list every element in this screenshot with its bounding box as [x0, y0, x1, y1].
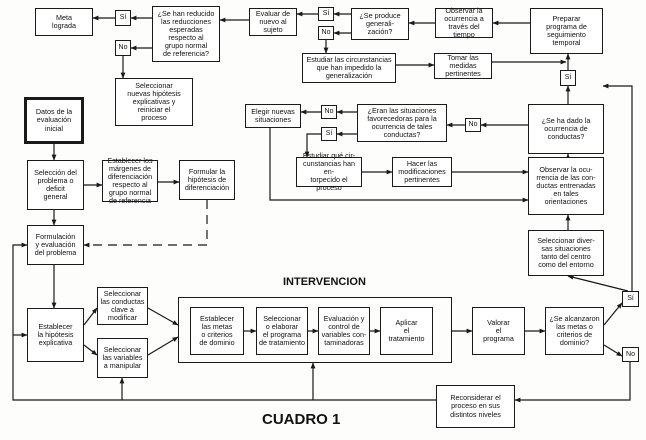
study-obstacles-box: Estudiar qué cir- cunstancias han en- to… — [296, 151, 362, 192]
yes-label: Sí — [318, 7, 334, 21]
evaluate-program-box: Valorar el programa — [472, 307, 525, 355]
control-variables-box: Evaluación y control de variables con- t… — [318, 307, 370, 355]
question-reduced-box: ¿Se han reducido las reducciones esperad… — [152, 6, 220, 62]
arrow — [567, 274, 629, 292]
observe-behaviors-box: Observar la ocu- rrencia de las con- duc… — [528, 157, 604, 215]
arrow — [83, 344, 98, 356]
select-new-hypotheses-box: Seleccionar nuevas hipótesis explicativa… — [115, 78, 193, 126]
select-behaviors-box: Seleccionar las conductas clave a modifi… — [97, 287, 148, 325]
arrow — [603, 344, 623, 357]
question-favorable-situations-box: ¿Eran las situaciones favorecedoras para… — [357, 104, 447, 142]
arrow — [304, 133, 321, 158]
apply-treatment-box: Aplicar el tratamiento — [380, 307, 433, 355]
yes-label: Sí — [321, 127, 337, 141]
arrow — [603, 302, 623, 326]
arrow — [602, 83, 633, 291]
arrow — [12, 242, 436, 401]
observe-over-time-box: Observar la ocurrencia a través del tiem… — [435, 6, 493, 39]
arrow — [83, 200, 208, 248]
choose-new-situations-box: Elegir nuevas situaciones — [245, 104, 301, 128]
problem-formulation-box: Formulación y evaluación del problema — [27, 225, 84, 265]
problem-selection-box: Selección del problema o deficit general — [27, 160, 84, 210]
no-label: No — [318, 26, 334, 40]
prepare-followup-box: Preparar programa de seguimiento tempora… — [530, 8, 603, 54]
question-goals-box: ¿Se alcanzaron las metas o criterios de … — [545, 307, 604, 355]
yes-label: Sí — [115, 10, 131, 26]
re-evaluate-box: Evaluar de nuevo al sujeto — [249, 8, 297, 36]
no-label: No — [622, 347, 639, 362]
set-goals-box: Establecer las metas o criterios de domi… — [190, 307, 244, 355]
arrow — [147, 307, 179, 326]
explanatory-hypothesis-box: Establecer la hipótesis explicativa — [27, 308, 84, 362]
arrow — [269, 128, 529, 203]
figure-title: CUADRO 1 — [262, 411, 341, 428]
study-circumstances-box: Estudiar las circunstancias que han impe… — [302, 53, 396, 83]
select-variables-box: Seleccionar las variables a manipular — [97, 338, 148, 378]
arrow — [147, 336, 179, 356]
yes-label: Sí — [560, 70, 576, 86]
question-occurrence-box: ¿Se ha dado la ocurrencia de conductas? — [528, 104, 604, 154]
reconsider-box: Reconsiderar el proceso en sus distintos… — [436, 385, 515, 428]
select-program-box: Seleccionar o elaborar el programa de tr… — [256, 307, 308, 355]
arrow — [83, 307, 98, 326]
intervention-heading: INTERVENCION — [283, 276, 366, 288]
no-label: No — [465, 118, 481, 132]
make-modifications-box: Hacer las modificaciones pertinentes — [392, 157, 452, 187]
take-measures-box: Tomar las medidas pertinentes — [434, 53, 492, 79]
meta-lograda-box: Meta lograda — [35, 8, 93, 36]
select-situations-box: Seleccionar diver- sas situaciones tanto… — [528, 230, 604, 276]
yes-label: Sí — [622, 291, 639, 307]
arrow — [514, 362, 631, 403]
initial-data-box: Datos de la evaluación inicial — [24, 97, 84, 144]
no-label: No — [115, 40, 131, 56]
formulate-hypothesis-box: Formular la hipótesis de diferenciación — [179, 160, 235, 200]
intervention-frame — [178, 297, 452, 363]
establish-margins-box: Establecer los márgenes de diferenciació… — [102, 156, 158, 205]
no-label: No — [321, 105, 337, 119]
question-generalization-box: ¿Se produce generali- zación? — [351, 8, 409, 40]
